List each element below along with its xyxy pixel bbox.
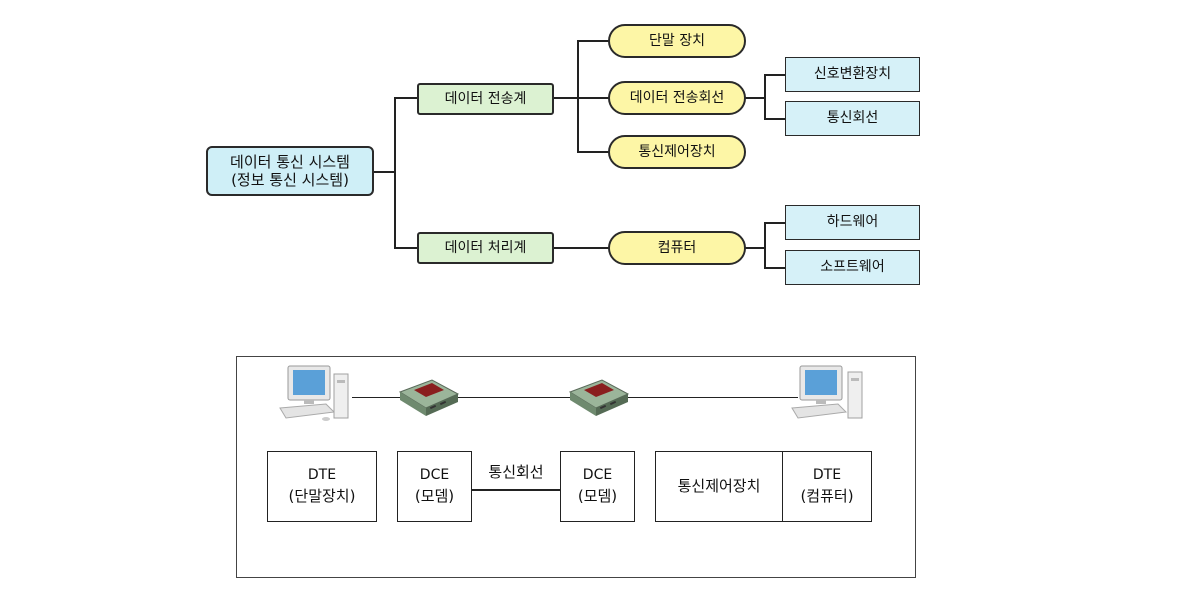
connector [577,40,609,42]
connector [394,97,418,99]
desktop-computer-icon [791,365,863,419]
modem-icon [398,379,460,416]
comm-control-label: 통신제어장치 [677,476,761,495]
connector [764,74,766,120]
connector [764,118,786,120]
root-node: 데이터 통신 시스템 (정보 통신 시스템) [206,146,374,196]
dte-computer-title: DTE [812,467,842,484]
computer-node: 컴퓨터 [608,231,746,265]
comm-control-box: 통신제어장치 [655,451,783,522]
dte-terminal-subtitle: (단말장치) [288,486,356,505]
comm-line-label: 통신회선 [488,463,544,481]
root-node-line1: 데이터 통신 시스템 [230,153,350,171]
dce-right-title: DCE [582,467,613,484]
hardware-node: 하드웨어 [785,205,920,240]
connector [764,222,766,269]
connector [577,40,579,152]
signal-converter-node: 신호변환장치 [785,57,920,92]
connector [553,247,609,249]
circuit-node: 데이터 전송회선 [608,81,746,115]
dce-modem-right-box: DCE (모뎀) [560,451,635,522]
terminal-node: 단말 장치 [608,24,746,58]
connector [553,97,578,99]
connector [373,171,395,173]
dce-modem-left-box: DCE (모뎀) [397,451,472,522]
control-node: 통신제어장치 [608,135,746,169]
comm-line-connector [472,489,560,491]
comm-line-node: 통신회선 [785,101,920,136]
dce-left-title: DCE [419,467,450,484]
connector [577,97,609,99]
dce-right-subtitle: (모뎀) [577,486,618,505]
connector [394,97,396,248]
dte-computer-box: DTE (컴퓨터) [782,451,872,522]
dte-terminal-box: DTE (단말장치) [267,451,377,522]
connector [394,247,418,249]
connector [764,267,786,269]
root-node-line2: (정보 통신 시스템) [231,171,349,189]
software-node: 소프트웨어 [785,250,920,285]
desktop-computer-icon [279,365,349,421]
modem-icon [568,379,630,416]
connector [764,222,786,224]
transmission-node: 데이터 전송계 [417,83,554,115]
connector [577,151,609,153]
connector [764,74,786,76]
dte-terminal-title: DTE [307,467,337,484]
connector [745,247,765,249]
network-diagram-frame [236,356,916,578]
dce-left-subtitle: (모뎀) [414,486,455,505]
dte-computer-subtitle: (컴퓨터) [800,486,854,505]
processing-node: 데이터 처리계 [417,232,554,264]
connector [745,97,765,99]
